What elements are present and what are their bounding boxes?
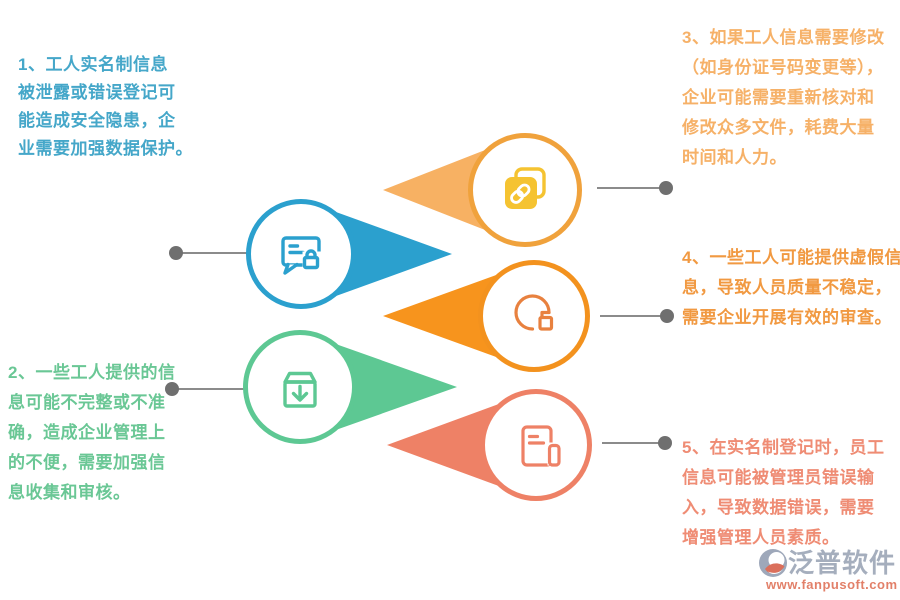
note-item-2: 2、一些工人提供的信 息可能不完整或不准 确，造成企业管理上 的不便，需要加强信… xyxy=(8,363,176,502)
connector-dot-2 xyxy=(165,382,179,396)
note-item-4: 4、一些工人可能提供虚假信 息，导致人员质量不稳定， 需要企业开展有效的审查。 xyxy=(682,248,900,327)
fanpu-logo-icon xyxy=(759,549,787,577)
connector-dot-5 xyxy=(658,436,672,450)
connector-dot-1 xyxy=(169,246,183,260)
connector-dot-4 xyxy=(660,309,674,323)
item-1-circle xyxy=(246,199,356,309)
note-item-1: 1、工人实名制信息 被泄露或错误登记可 能造成安全隐患，企 业需要加强数据保护。 xyxy=(18,55,193,158)
note-item-5: 5、在实名制登记时，员工 信息可能被管理员错误输 入，导致数据错误，需要 增强管… xyxy=(682,438,885,547)
item-5-circle xyxy=(480,389,592,501)
document-icon xyxy=(521,425,561,467)
connector-line-1 xyxy=(176,252,248,254)
connector-line-4 xyxy=(600,315,667,317)
item-4-circle xyxy=(478,260,590,372)
brand-url: www.fanpusoft.com xyxy=(766,577,898,592)
pie-chart-icon xyxy=(514,294,554,331)
connector-line-5 xyxy=(602,442,665,444)
brand-watermark: 泛普软件 www.fanpusoft.com xyxy=(758,548,900,592)
connector-line-2 xyxy=(172,388,248,390)
download-box-icon xyxy=(283,371,317,408)
link-copy-icon xyxy=(505,167,546,209)
connector-line-3 xyxy=(597,187,666,189)
brand-name: 泛普软件 xyxy=(788,548,897,578)
connector-dot-3 xyxy=(659,181,673,195)
note-item-3: 3、如果工人信息需要修改 （如身份证号码变更等）， 企业可能需要重新核对和 修改… xyxy=(682,28,885,167)
item-2-circle xyxy=(243,330,357,444)
item-3-circle xyxy=(468,133,582,247)
chat-message-lock-icon xyxy=(281,236,322,275)
